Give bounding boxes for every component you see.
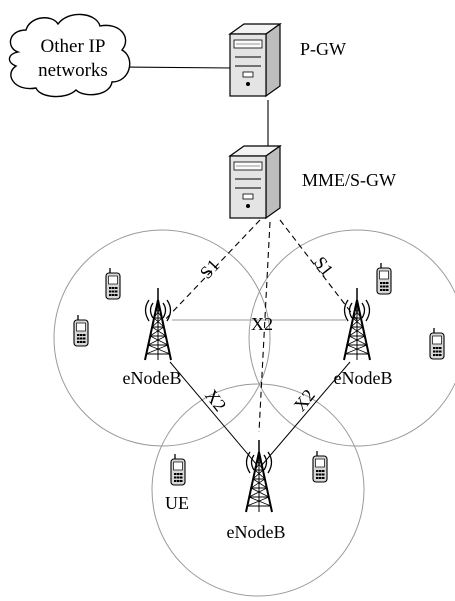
phone-icon-5 bbox=[170, 453, 186, 486]
s1-link-right bbox=[279, 219, 358, 321]
cloud-label-line1: Other IP bbox=[41, 36, 106, 57]
phone-icon-1 bbox=[105, 267, 121, 300]
link-cloud-pgw bbox=[121, 66, 233, 69]
enodeb-bottom-label: eNodeB bbox=[227, 522, 286, 542]
cloud-label-line2: networks bbox=[38, 60, 108, 81]
s1-link-bottom bbox=[258, 221, 271, 433]
cell-bottom bbox=[151, 383, 365, 597]
enodeb-bottom-tower-icon bbox=[245, 439, 273, 513]
x2-top-label: X2 bbox=[251, 314, 273, 334]
x2-link-left bbox=[169, 361, 258, 466]
pgw-server-icon bbox=[229, 23, 281, 97]
mme-label: MME/S-GW bbox=[302, 170, 396, 190]
mme-server-icon bbox=[229, 145, 281, 219]
ue-label: UE bbox=[165, 493, 189, 513]
x2-link-right bbox=[261, 361, 351, 466]
enodeb-right-label: eNodeB bbox=[334, 368, 393, 388]
enodeb-left-tower-icon bbox=[144, 287, 172, 361]
x2-left-label: X2 bbox=[201, 385, 230, 415]
phone-icon-4 bbox=[429, 327, 445, 360]
s1-link-left bbox=[161, 219, 261, 324]
enodeb-right-tower-icon bbox=[343, 287, 371, 361]
phone-icon-2 bbox=[73, 314, 89, 347]
phone-icon-6 bbox=[312, 450, 328, 483]
pgw-label: P-GW bbox=[300, 39, 346, 59]
phone-icon-3 bbox=[376, 262, 392, 295]
cloud-icon bbox=[8, 13, 131, 98]
enodeb-left-label: eNodeB bbox=[123, 368, 182, 388]
s1-right-label: S1 bbox=[310, 253, 337, 280]
s1-left-label: S1 bbox=[196, 255, 224, 283]
cell-right bbox=[248, 229, 455, 447]
